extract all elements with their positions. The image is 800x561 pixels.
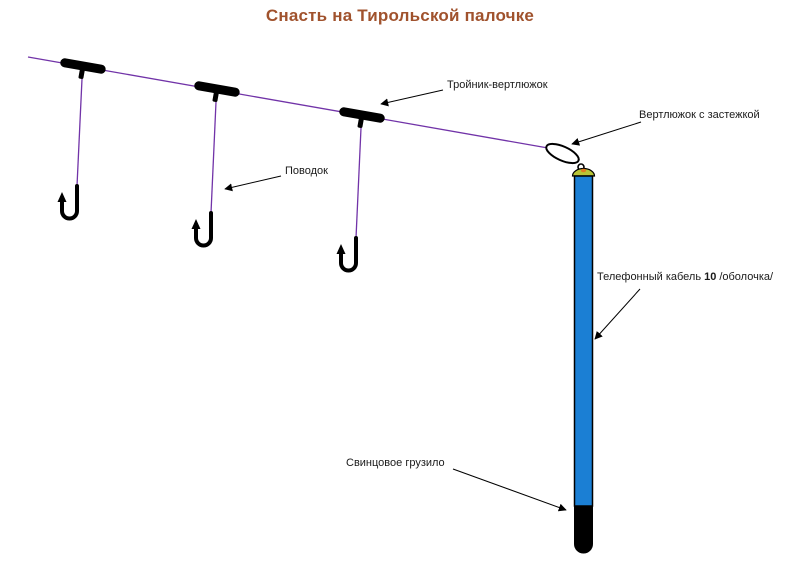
tee-stub-1 (78, 68, 85, 79)
label-cable-suffix: /оболочка/ (719, 271, 774, 283)
tee-swivel-3 (339, 107, 385, 128)
swivel-clasp-oval (545, 142, 580, 165)
arrow-cable (594, 288, 641, 340)
tee-bar-2 (194, 81, 240, 97)
arrow-swivel-clasp (571, 121, 642, 146)
tee-swivel-1 (60, 58, 106, 79)
hook-barb-2 (191, 219, 201, 229)
arrow-leader (224, 175, 282, 192)
tee-stub-3 (357, 117, 364, 128)
label-swivel-with-clasp: Вертлюжок с застежкой (639, 109, 760, 121)
stick-cap-dot (580, 168, 587, 173)
tee-bar-3 (339, 107, 385, 123)
hook-1 (57, 184, 79, 221)
diagram-title: Снасть на Тирольской палочке (265, 6, 535, 25)
tee-stub-2 (212, 91, 219, 102)
hook-3 (336, 236, 358, 273)
arrow-tee-swivel (380, 89, 444, 107)
tyrolean-stick-tube (573, 175, 594, 507)
tee-swivel-2 (194, 81, 240, 102)
hook-2 (191, 211, 213, 248)
tee-bar-1 (60, 58, 106, 74)
leader-line-1 (76, 78, 83, 187)
label-tee-swivel: Тройник-вертлюжок (447, 79, 548, 91)
hook-barb-1 (57, 192, 67, 202)
leader-line-3 (355, 127, 362, 239)
label-leader: Поводок (285, 165, 328, 177)
main-line (27, 56, 549, 149)
label-cable-number: 10 (704, 271, 717, 283)
label-cable-prefix: Телефонный кабель (597, 271, 702, 283)
arrow-sinker (452, 468, 567, 512)
leader-line-2 (210, 101, 217, 214)
label-sinker: Свинцовое грузило (346, 457, 445, 469)
lead-sinker (574, 505, 593, 554)
hook-barb-3 (336, 244, 346, 254)
